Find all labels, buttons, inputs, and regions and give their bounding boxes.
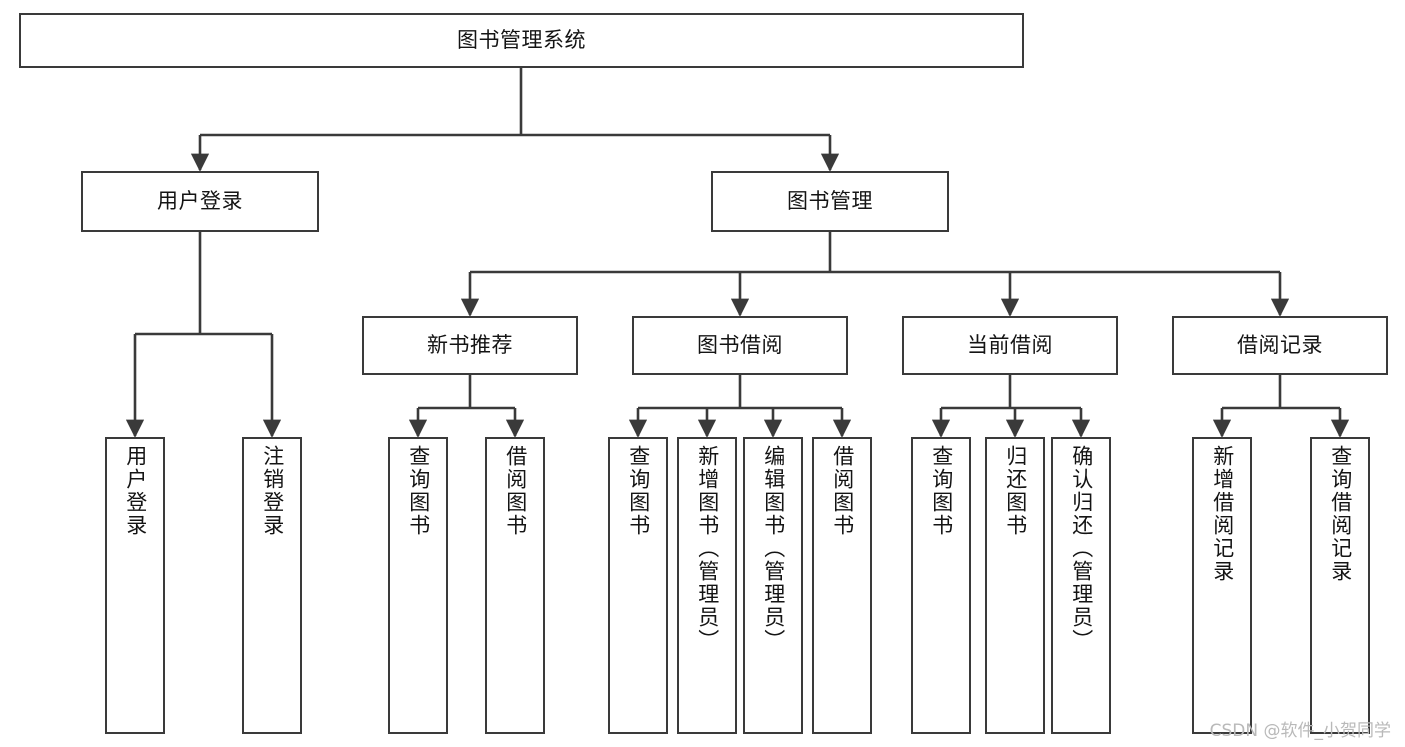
node-current-borrow[interactable]: 当前借阅 (902, 316, 1118, 375)
node-label: 注销登录 (260, 445, 285, 537)
node-label: 图书管理系统 (457, 27, 586, 52)
node-leaf-query-book-1[interactable]: 查询图书 (388, 437, 448, 734)
node-leaf-add-borrow-record[interactable]: 新增借阅记录 (1192, 437, 1252, 734)
node-label: 用户登录 (157, 188, 243, 213)
node-label: 查询图书 (929, 445, 954, 537)
node-label: 查询图书 (406, 445, 431, 537)
node-book-borrow[interactable]: 图书借阅 (632, 316, 848, 375)
node-new-book-recommend[interactable]: 新书推荐 (362, 316, 578, 375)
node-label: 查询借阅记录 (1328, 445, 1353, 583)
node-label: 借阅图书 (503, 445, 528, 537)
node-user-login[interactable]: 用户登录 (81, 171, 319, 232)
node-leaf-borrow-book-1[interactable]: 借阅图书 (485, 437, 545, 734)
node-book-manage[interactable]: 图书管理 (711, 171, 949, 232)
node-label: 借阅图书 (830, 445, 855, 537)
node-leaf-borrow-book-2[interactable]: 借阅图书 (812, 437, 872, 734)
node-leaf-return-book[interactable]: 归还图书 (985, 437, 1045, 734)
node-leaf-query-book-2[interactable]: 查询图书 (608, 437, 668, 734)
node-label: 确认归还（管理员） (1069, 445, 1094, 652)
node-borrow-record[interactable]: 借阅记录 (1172, 316, 1388, 375)
node-leaf-user-logout[interactable]: 注销登录 (242, 437, 302, 734)
node-label: 图书管理 (787, 188, 873, 213)
node-root[interactable]: 图书管理系统 (19, 13, 1024, 68)
node-leaf-query-book-3[interactable]: 查询图书 (911, 437, 971, 734)
node-label: 新书推荐 (427, 332, 513, 357)
node-label: 借阅记录 (1237, 332, 1323, 357)
node-label: 图书借阅 (697, 332, 783, 357)
node-label: 当前借阅 (967, 332, 1053, 357)
node-label: 用户登录 (123, 445, 148, 537)
node-leaf-add-book[interactable]: 新增图书（管理员） (677, 437, 737, 734)
node-leaf-user-login[interactable]: 用户登录 (105, 437, 165, 734)
node-label: 新增借阅记录 (1210, 445, 1235, 583)
node-leaf-edit-book[interactable]: 编辑图书（管理员） (743, 437, 803, 734)
watermark: CSDN @软件_小贺同学 (1209, 721, 1391, 741)
node-label: 归还图书 (1003, 445, 1028, 537)
node-leaf-query-borrow-record[interactable]: 查询借阅记录 (1310, 437, 1370, 734)
node-label: 查询图书 (626, 445, 651, 537)
node-label: 新增图书（管理员） (695, 445, 720, 652)
node-leaf-confirm-return[interactable]: 确认归还（管理员） (1051, 437, 1111, 734)
node-label: 编辑图书（管理员） (761, 445, 786, 652)
